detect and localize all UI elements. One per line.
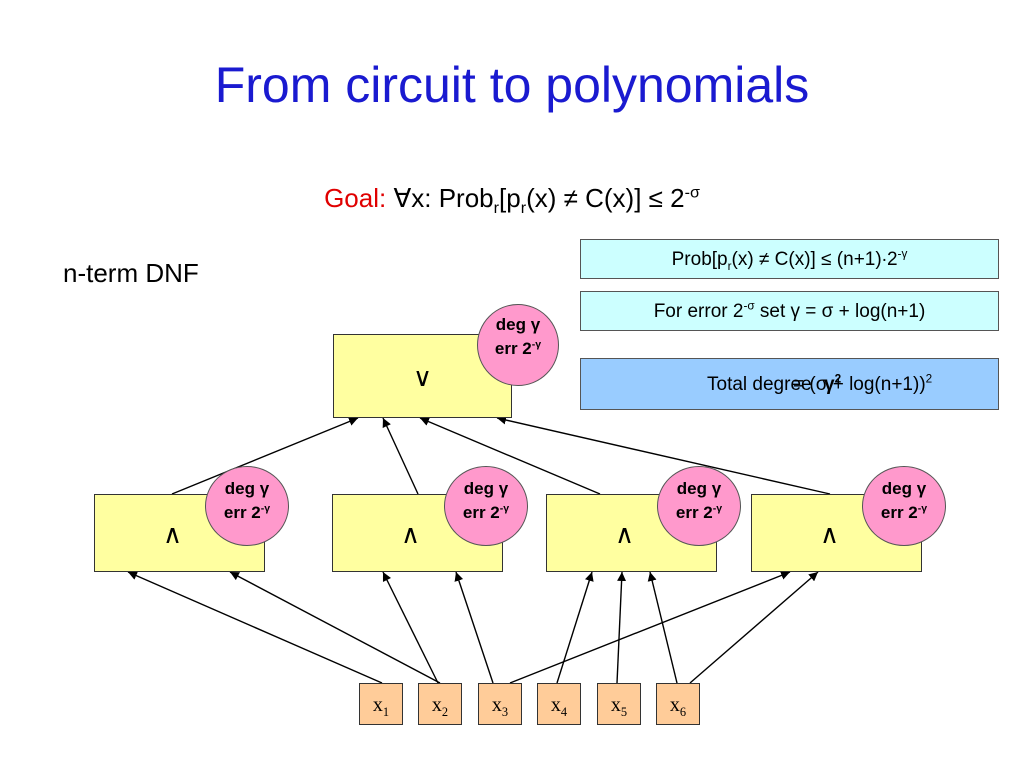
wire-and2-or bbox=[382, 417, 419, 495]
input-x3: x3 bbox=[478, 683, 522, 725]
wire-and4-or bbox=[496, 415, 831, 495]
total-degree-formula: = (σ + log(n+1))2 bbox=[793, 372, 933, 395]
wire-x4-and3 bbox=[556, 571, 594, 684]
wire-x2-and2 bbox=[382, 571, 439, 684]
wire-x1-and1 bbox=[127, 571, 383, 684]
wire-x6-and3 bbox=[647, 571, 678, 684]
prob-bound-box: Prob[pr(x) ≠ C(x)] ≤ (n+1)∙2-γ bbox=[580, 239, 999, 279]
wire-and1-or bbox=[171, 417, 359, 495]
wire-x2-and1 bbox=[229, 571, 441, 684]
wire-x3-and4 bbox=[509, 571, 791, 684]
wire-x5-and3 bbox=[616, 571, 627, 684]
and-gate-2-annotation: deg γ err 2-γ bbox=[444, 466, 528, 546]
wire-and3-or bbox=[419, 417, 601, 495]
input-x6: x6 bbox=[656, 683, 700, 725]
or-error: err 2-γ bbox=[494, 338, 542, 358]
goal-label: Goal: bbox=[324, 183, 387, 213]
total-degree-label: Total degree bbox=[707, 374, 812, 395]
circuit-label: n-term DNF bbox=[63, 258, 199, 288]
and-gate-3-annotation: deg γ err 2-γ bbox=[657, 466, 741, 546]
gamma-squared-overlay: γ2 bbox=[824, 372, 842, 395]
input-x1: x1 bbox=[359, 683, 403, 725]
or-gate-annotation: deg γ err 2-γ bbox=[477, 304, 559, 386]
wire-x6-and4 bbox=[689, 571, 819, 684]
and-gate-1-annotation: deg γ err 2-γ bbox=[205, 466, 289, 546]
wire-x3-and2 bbox=[454, 571, 494, 684]
or-symbol: ∨ bbox=[412, 362, 433, 392]
goal-statement: Goal: ∀x: Probr[pr(x) ≠ C(x)] ≤ 2-σ bbox=[324, 183, 700, 218]
page-title: From circuit to polynomials bbox=[214, 57, 810, 113]
and-gate-4-annotation: deg γ err 2-γ bbox=[862, 466, 946, 546]
total-degree-box: Total degree = (σ + log(n+1))2 γ2 bbox=[580, 358, 999, 410]
forall-icon: ∀ bbox=[393, 183, 412, 213]
input-x5: x5 bbox=[597, 683, 641, 725]
input-x4: x4 bbox=[537, 683, 581, 725]
error-setting-box: For error 2-σ set γ = σ + log(n+1) bbox=[580, 291, 999, 331]
or-degree: deg γ bbox=[495, 315, 541, 334]
input-x2: x2 bbox=[418, 683, 462, 725]
